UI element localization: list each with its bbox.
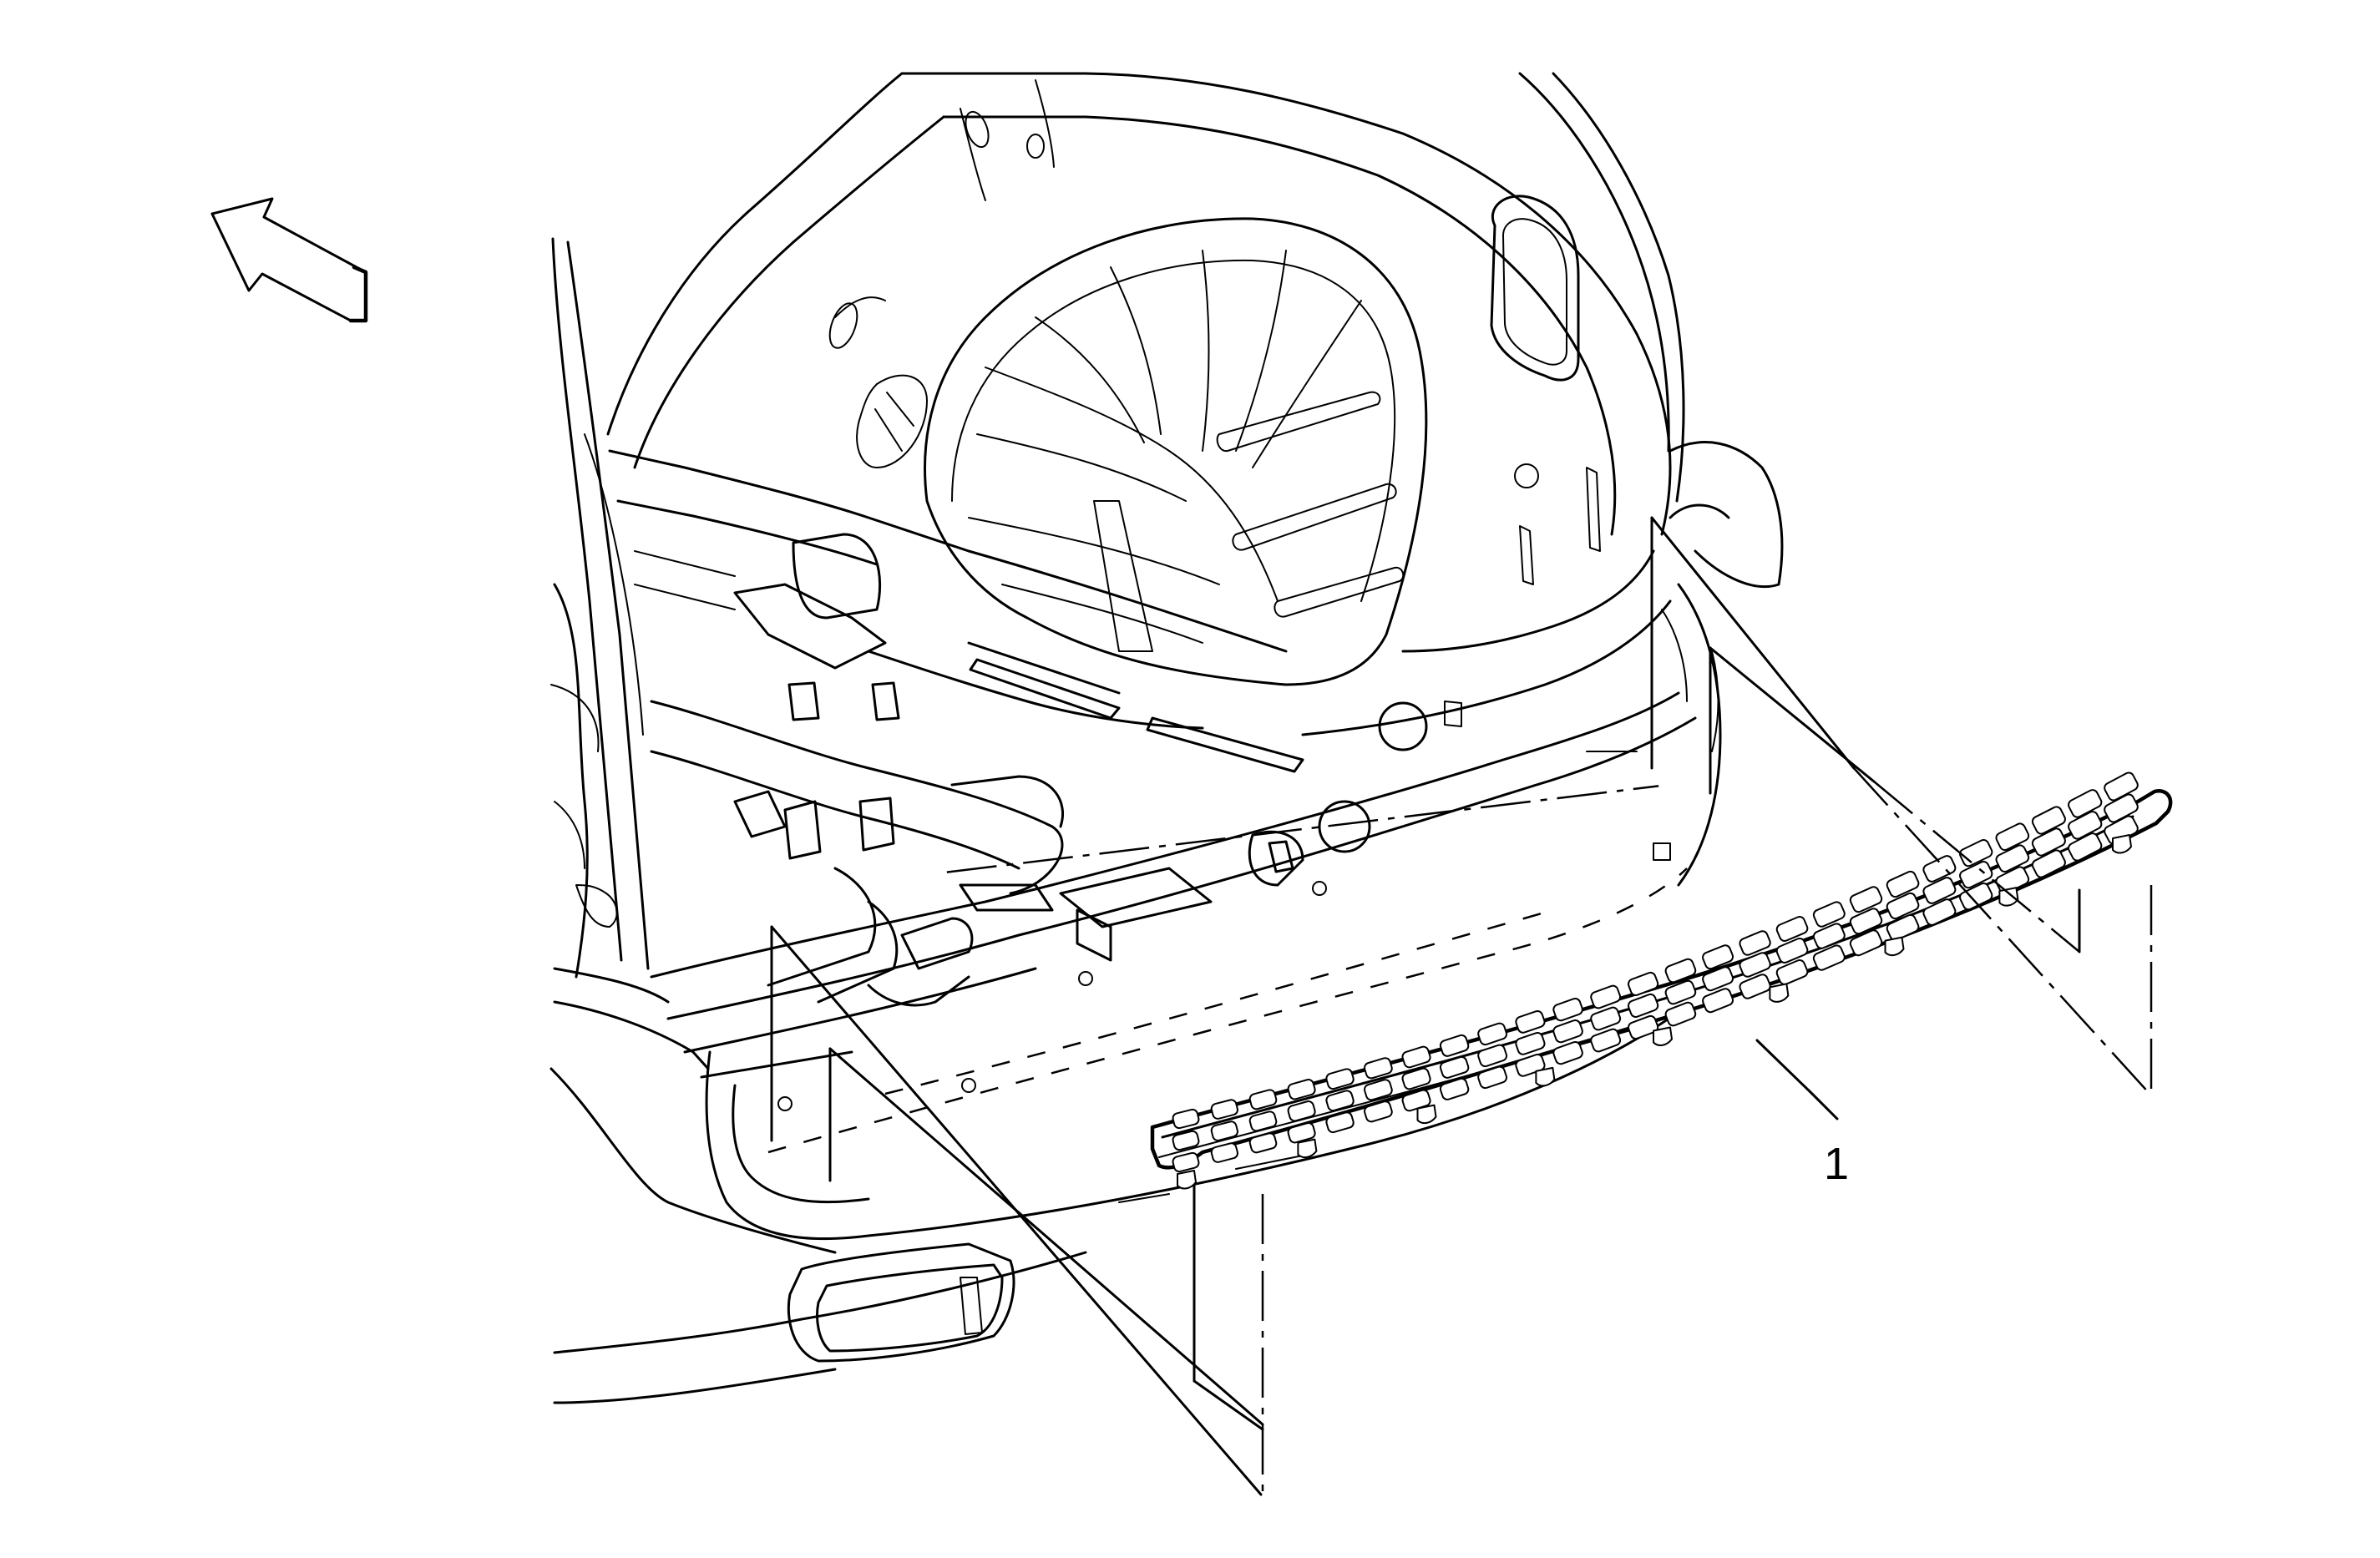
- right-inner-quarter: [1301, 195, 1672, 736]
- traction-pad: [1995, 844, 2030, 873]
- traction-pad: [1172, 1108, 1200, 1130]
- traction-pad: [1886, 892, 1920, 920]
- traction-pad: [1959, 861, 1993, 889]
- traction-pad: [1775, 916, 1809, 942]
- rear-bumper-fascia: [549, 984, 1714, 1404]
- traction-pad: [1287, 1100, 1316, 1122]
- traction-pad: [1775, 959, 1809, 985]
- traction-pad: [1364, 1057, 1393, 1080]
- traction-pad: [1210, 1142, 1238, 1163]
- traction-pad: [1552, 997, 1583, 1022]
- traction-pad: [2031, 827, 2066, 857]
- traction-pad: [2068, 789, 2103, 818]
- traction-pad: [1664, 979, 1697, 1005]
- traction-pad: [1922, 898, 1957, 926]
- retainer-clip: [1769, 983, 1790, 1003]
- trunk-opening-frame: [606, 72, 1685, 536]
- traction-pad: [1325, 1111, 1355, 1134]
- traction-pad: [1995, 822, 2030, 852]
- traction-pad: [1812, 923, 1846, 949]
- traction-pad: [1364, 1079, 1393, 1101]
- traction-pad: [1248, 1110, 1278, 1132]
- trunk-floor: [608, 449, 1462, 1007]
- callout-1: 1: [1755, 1039, 1849, 1189]
- sill-plate-traction-pads: [1172, 771, 2139, 1173]
- retainer-clip: [1653, 1026, 1673, 1046]
- traction-pad: [1739, 974, 1771, 999]
- callout-1-label: 1: [1824, 1139, 1849, 1189]
- traction-pad: [1210, 1099, 1238, 1120]
- traction-pad: [1775, 938, 1809, 964]
- traction-pad: [1628, 993, 1659, 1018]
- traction-pad: [1664, 958, 1697, 984]
- traction-pad: [1477, 1022, 1508, 1046]
- rear-compartment-sill-plate: [1150, 771, 2173, 1190]
- traction-pad: [1590, 1006, 1622, 1031]
- traction-pad: [1248, 1132, 1278, 1154]
- traction-pad: [1590, 984, 1622, 1009]
- traction-pad: [1959, 839, 1993, 868]
- traction-pad: [1702, 966, 1734, 992]
- traction-pad: [1172, 1151, 1200, 1173]
- traction-pad: [1812, 944, 1846, 971]
- traction-pad: [1702, 988, 1734, 1014]
- traction-pad: [1515, 1031, 1546, 1055]
- traction-pad: [1210, 1120, 1238, 1141]
- traction-pad: [2031, 806, 2066, 835]
- right-rear-corner: [1661, 441, 1784, 887]
- traction-pad: [1739, 952, 1771, 978]
- traction-pad: [1628, 1014, 1659, 1040]
- traction-pad: [1287, 1079, 1316, 1100]
- traction-pad: [1439, 1055, 1470, 1079]
- retainer-clip: [2112, 834, 2132, 854]
- traction-pad: [1287, 1122, 1316, 1144]
- retainer-clip: [1177, 1170, 1197, 1190]
- traction-pad: [1552, 1019, 1583, 1044]
- traction-pad: [2068, 811, 2103, 840]
- traction-pad: [1628, 971, 1659, 996]
- traction-pad: [1172, 1130, 1200, 1151]
- traction-pad: [1477, 1044, 1508, 1068]
- rear-sill-panel: [650, 691, 1697, 1111]
- traction-pad: [2068, 832, 2103, 862]
- traction-pad: [1477, 1065, 1508, 1090]
- traction-pad: [1922, 877, 1957, 904]
- traction-pad: [1702, 944, 1734, 970]
- traction-pad: [1325, 1068, 1355, 1090]
- traction-pad: [1325, 1090, 1355, 1112]
- traction-pad: [1849, 886, 1883, 913]
- traction-pad: [1886, 870, 1920, 898]
- traction-pad: [1552, 1040, 1583, 1065]
- traction-pad: [1886, 913, 1920, 942]
- spare-tire-well: [856, 217, 1428, 686]
- traction-pad: [1739, 930, 1771, 956]
- left-quarter-panel: [550, 237, 710, 1070]
- traction-pad: [1439, 1034, 1470, 1057]
- traction-pad: [1248, 1089, 1278, 1110]
- traction-pad: [1439, 1077, 1470, 1100]
- traction-pad: [1959, 883, 1993, 911]
- traction-pad: [1401, 1067, 1431, 1090]
- front-direction-arrow-icon: [210, 197, 368, 323]
- traction-pad: [1401, 1045, 1431, 1069]
- traction-pad: [2031, 849, 2066, 878]
- retainer-clip: [1416, 1104, 1437, 1125]
- sill-plate-retainer-clips: [1177, 834, 2132, 1190]
- retainer-clip: [1535, 1066, 1556, 1087]
- traction-pad: [1849, 908, 1883, 935]
- traction-pad: [1664, 1001, 1697, 1027]
- traction-pad: [1922, 855, 1957, 883]
- retainer-clip: [1998, 887, 2019, 907]
- traction-pad: [1515, 1009, 1546, 1034]
- traction-pad: [1849, 929, 1883, 957]
- traction-pad: [1590, 1028, 1622, 1053]
- traction-pad: [1364, 1100, 1393, 1123]
- traction-pad: [1812, 901, 1846, 928]
- retainer-clip: [1884, 936, 1905, 957]
- exploded-view-lines: [767, 516, 2153, 1496]
- retainer-clip: [1297, 1138, 1318, 1159]
